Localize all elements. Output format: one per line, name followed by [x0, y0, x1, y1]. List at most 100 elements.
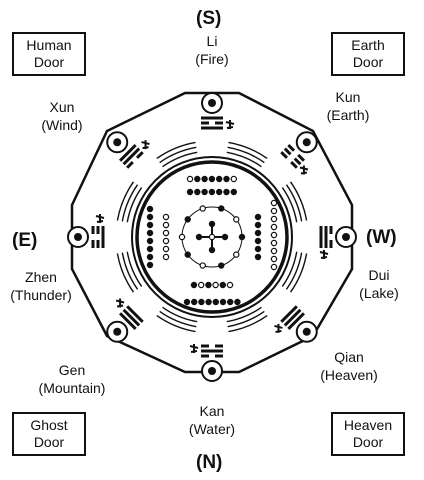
hetu-black-dot	[186, 188, 194, 196]
hetu-black-dot	[254, 245, 262, 253]
hetu-white-dot	[226, 281, 234, 289]
trigram-spokes	[67, 92, 357, 382]
trigram-label-gen: Gen (Mountain)	[30, 361, 114, 397]
hetu-black-dot	[238, 233, 246, 241]
ripple-arc	[281, 251, 298, 287]
hetu-white-dot	[208, 233, 216, 241]
door-word: Door	[352, 434, 384, 450]
hetu-black-dot	[146, 205, 154, 213]
direction-west: (W)	[366, 227, 397, 248]
trigram-spoke	[280, 131, 318, 175]
hetu-black-dot	[198, 298, 205, 306]
trigram-element: (Wind)	[41, 117, 83, 133]
trigram-element: (Fire)	[195, 51, 229, 67]
trigram-spoke	[319, 226, 357, 259]
yin-line-segment	[297, 153, 305, 162]
ripple-arc	[162, 306, 198, 323]
glyph-mark	[115, 298, 125, 308]
yin-line-segment	[290, 160, 298, 169]
ripple-arc	[226, 151, 262, 168]
ripple-arc	[156, 141, 196, 160]
door-word: Heaven	[343, 417, 393, 433]
glyph-mark	[319, 250, 329, 259]
hetu-black-dot	[205, 298, 212, 306]
hetu-black-dot	[254, 213, 262, 221]
yin-line-segment	[135, 151, 144, 159]
trigram-name: Zhen	[25, 269, 57, 285]
yang-line	[122, 308, 141, 327]
glyph-mark	[225, 120, 235, 129]
hetu-black-dot	[195, 233, 203, 241]
door-word: Door	[33, 54, 65, 70]
hetu-dot-pattern	[146, 175, 278, 306]
hetu-white-dot	[233, 216, 240, 223]
ripple-arc	[126, 251, 143, 287]
yin-line-segment	[280, 151, 289, 159]
hetu-white-dot	[162, 213, 170, 221]
hetu-black-dot	[215, 188, 223, 196]
trigram-name: Kun	[335, 89, 361, 105]
trigram-badge-dot	[342, 233, 350, 241]
outer-ring	[131, 156, 293, 318]
door-word: Door	[33, 434, 65, 450]
inner-ring	[135, 160, 289, 314]
heaven-door-box: Heaven Door	[331, 412, 405, 456]
trigram-element: (Mountain)	[38, 380, 106, 396]
direction-south: (S)	[196, 8, 222, 29]
hetu-black-dot	[215, 175, 223, 183]
glyph-mark	[299, 165, 309, 175]
glyph-mark	[141, 140, 150, 150]
door-word: Ghost	[30, 417, 68, 433]
hetu-white-dot	[197, 281, 205, 289]
ripple-arc	[228, 141, 268, 160]
trigram-element: (Heaven)	[320, 367, 378, 383]
trigram-name: Li	[206, 33, 218, 49]
trigram-label-zhen: Zhen (Thunder)	[8, 268, 74, 304]
hetu-black-dot	[230, 188, 237, 196]
hetu-white-dot	[212, 281, 219, 289]
ripple-arc	[116, 253, 135, 293]
trigram-badge-dot	[208, 99, 216, 107]
yang-line	[283, 308, 302, 327]
door-word: Human	[26, 37, 72, 53]
ripple-arc	[116, 181, 135, 221]
yin-line-segment	[293, 157, 302, 166]
hetu-black-dot	[219, 281, 226, 289]
hetu-white-dot	[270, 207, 278, 215]
hetu-black-dot	[184, 251, 191, 258]
hetu-white-dot	[270, 199, 278, 207]
door-word: Door	[352, 54, 384, 70]
hetu-black-dot	[254, 229, 262, 237]
trigram-name: Gen	[58, 362, 86, 378]
hetu-white-dot	[162, 245, 170, 253]
ripple-arc	[228, 314, 268, 333]
hetu-black-dot	[218, 262, 225, 269]
hetu-black-dot	[194, 188, 201, 196]
yin-line-segment	[287, 144, 296, 152]
yin-line-segment	[126, 160, 134, 169]
trigram-label-kan: Kan (Water)	[184, 402, 240, 438]
ripple-arc	[227, 310, 265, 328]
hetu-white-dot	[162, 253, 170, 261]
trigram-element: (Water)	[188, 421, 236, 437]
hetu-black-dot	[254, 221, 262, 229]
trigram-badge-dot	[302, 327, 311, 336]
hetu-white-dot	[270, 215, 278, 223]
yang-line	[122, 147, 141, 166]
hetu-black-dot	[208, 175, 216, 183]
glyph-mark	[189, 344, 199, 353]
hetu-white-dot	[162, 221, 170, 229]
hetu-white-dot	[162, 229, 170, 237]
yang-line	[119, 144, 137, 162]
hetu-black-dot	[190, 281, 198, 289]
trigram-spoke	[106, 131, 150, 169]
hetu-white-dot	[199, 205, 206, 212]
trigram-spoke	[201, 92, 235, 130]
hetu-black-dot	[218, 205, 225, 212]
trigram-element: (Thunder)	[10, 287, 72, 303]
hetu-white-dot	[270, 255, 278, 263]
ripple-arc	[285, 184, 303, 222]
hetu-black-dot	[184, 216, 191, 223]
trigram-spoke	[67, 214, 105, 248]
